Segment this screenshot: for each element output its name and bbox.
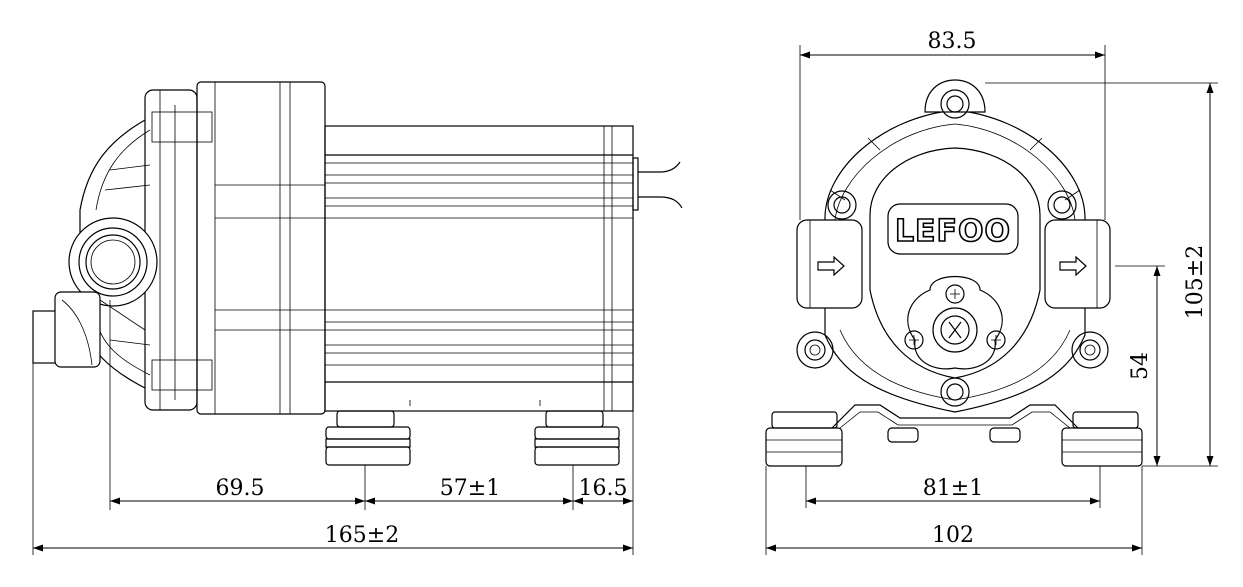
pump-head — [32, 81, 326, 415]
motor-body — [324, 125, 683, 412]
dim-label-83-5: 83.5 — [928, 29, 977, 54]
screw-icon — [940, 377, 970, 407]
dim-label-81: 81±1 — [923, 476, 983, 501]
screw-icon — [904, 330, 924, 350]
screw-icon — [986, 330, 1006, 350]
dim-label-102: 102 — [932, 523, 974, 548]
dim-label-16-5: 16.5 — [579, 476, 628, 501]
screw-icon — [1047, 190, 1077, 220]
screw-icon — [1071, 331, 1109, 369]
brand-logo: LEFOO — [895, 214, 1011, 249]
screw-icon — [796, 331, 834, 369]
dim-label-165: 165±2 — [325, 523, 399, 548]
arrow-icon — [817, 255, 845, 277]
dim-label-69-5: 69.5 — [216, 476, 265, 501]
pump-housing: LEFOO — [796, 79, 1111, 413]
front-view-dimensions: 83.5 105±2 54 81±1 102 — [765, 29, 1218, 555]
dim-label-54: 54 — [1128, 352, 1153, 380]
arrow-icon — [1059, 255, 1087, 277]
mounting-feet — [325, 410, 620, 466]
screw-icon — [827, 190, 857, 220]
front-mounting-base — [765, 404, 1143, 467]
screw-icon — [945, 284, 965, 304]
dim-label-57: 57±1 — [440, 476, 500, 501]
dim-label-105: 105±2 — [1183, 245, 1208, 319]
side-view: 69.5 57±1 16.5 165±2 — [32, 81, 683, 555]
side-view-dimensions: 69.5 57±1 16.5 165±2 — [32, 300, 634, 555]
front-view: LEFOO — [765, 29, 1218, 555]
